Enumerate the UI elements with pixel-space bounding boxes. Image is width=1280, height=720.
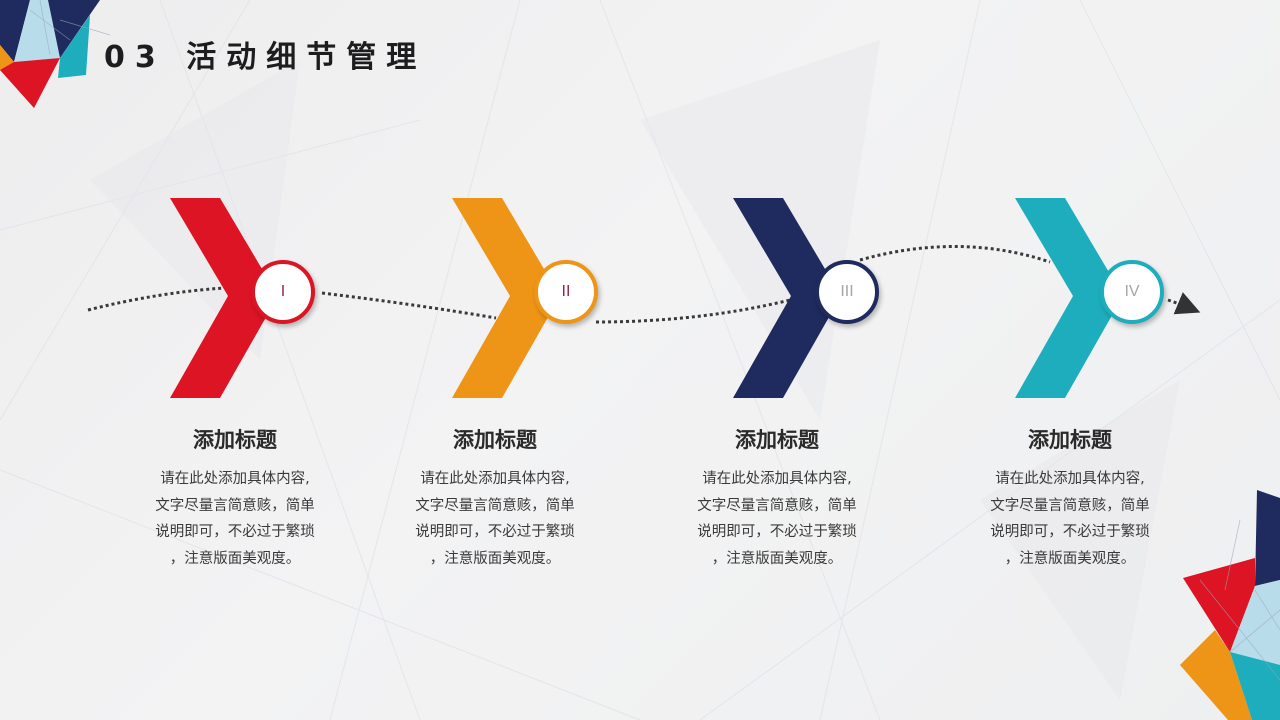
step-description: 请在此处添加具体内容, 文字尽量言简意赅，简单 说明即可，不必过于繁琐 ，注意版…	[980, 466, 1160, 572]
desc-line: 说明即可，不必过于繁琐	[155, 524, 315, 540]
corner-decoration-top-left	[0, 0, 110, 108]
desc-line: 请在此处添加具体内容,	[702, 471, 852, 487]
step-title: 添加标题	[1028, 428, 1112, 452]
step-node-circle[interactable]: III	[815, 260, 879, 324]
desc-line: ，注意版面美观度。	[711, 550, 843, 567]
desc-line: 说明即可，不必过于繁琐	[990, 524, 1150, 540]
desc-line: 请在此处添加具体内容,	[995, 471, 1145, 487]
desc-line: 说明即可，不必过于繁琐	[415, 524, 575, 540]
step-numeral: I	[280, 283, 286, 300]
desc-line: ，注意版面美观度。	[429, 550, 561, 567]
step-description: 请在此处添加具体内容, 文字尽量言简意赅，简单 说明即可，不必过于繁琐 ，注意版…	[687, 466, 867, 572]
desc-line: 文字尽量言简意赅，简单	[697, 497, 857, 514]
step-numeral: III	[840, 283, 854, 300]
desc-line: 文字尽量言简意赅，简单	[415, 497, 575, 514]
desc-line: ，注意版面美观度。	[1004, 550, 1136, 567]
step-title: 添加标题	[735, 428, 819, 452]
desc-line: 请在此处添加具体内容,	[160, 471, 310, 487]
step-numeral: II	[561, 283, 571, 300]
desc-line: ，注意版面美观度。	[169, 550, 301, 567]
page-title: 03 活动细节管理	[104, 40, 427, 75]
step-description: 请在此处添加具体内容, 文字尽量言简意赅，简单 说明即可，不必过于繁琐 ，注意版…	[145, 466, 325, 572]
step-node-circle[interactable]: II	[534, 260, 598, 324]
step-description: 请在此处添加具体内容, 文字尽量言简意赅，简单 说明即可，不必过于繁琐 ，注意版…	[405, 466, 585, 572]
desc-line: 文字尽量言简意赅，简单	[990, 497, 1150, 514]
step-title: 添加标题	[453, 428, 537, 452]
desc-line: 说明即可，不必过于繁琐	[697, 524, 857, 540]
step-node-circle[interactable]: IV	[1100, 260, 1164, 324]
desc-line: 文字尽量言简意赅，简单	[155, 497, 315, 514]
step-numeral: IV	[1124, 283, 1140, 300]
step-title: 添加标题	[193, 428, 277, 452]
desc-line: 请在此处添加具体内容,	[420, 471, 570, 487]
step-node-circle[interactable]: I	[251, 260, 315, 324]
corner-decoration-bottom-right	[1180, 490, 1280, 720]
